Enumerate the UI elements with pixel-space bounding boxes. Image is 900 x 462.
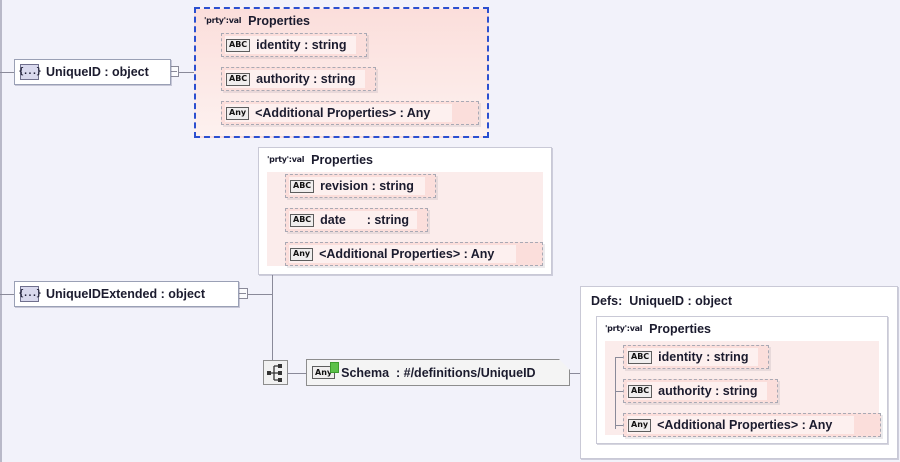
property-row-authority[interactable]: ABC authority : string xyxy=(221,67,376,91)
property-label: authority : string xyxy=(256,72,356,86)
property-label: revision : string xyxy=(320,179,414,193)
property-label: <Additional Properties> : Any xyxy=(255,106,431,120)
row-highlight xyxy=(627,382,767,400)
row-highlight xyxy=(225,70,365,88)
property-row-identity[interactable]: ABC identity : string xyxy=(221,33,367,57)
object-icon: {...} xyxy=(18,64,42,80)
properties-icon: 'prty':val xyxy=(605,324,643,333)
green-flag-icon xyxy=(330,362,339,373)
string-icon: ABC xyxy=(628,350,653,364)
branch-to-row1-defs xyxy=(615,357,624,358)
group-title: Properties xyxy=(649,322,712,336)
connector-stub-to-split xyxy=(248,294,272,295)
properties-icon: 'prty':val xyxy=(204,16,242,25)
schema-ref-label: Schema : #/definitions/UniqueID xyxy=(341,365,536,380)
group-header: 'prty':val Properties xyxy=(605,322,711,336)
property-row-date[interactable]: ABC date : string xyxy=(285,208,428,232)
properties-icon: 'prty':val xyxy=(267,155,305,164)
any-icon: Any xyxy=(312,366,335,379)
property-label: authority : string xyxy=(658,384,758,398)
node-uniqueid[interactable]: {...} UniqueID : object xyxy=(14,59,171,85)
string-icon: ABC xyxy=(290,213,315,227)
group-header: 'prty':val Properties xyxy=(267,153,373,167)
any-icon: Any xyxy=(226,106,250,120)
connector-schema-to-defs xyxy=(570,373,580,374)
branch-glyph xyxy=(267,364,282,382)
node-uniqueid-label: UniqueID : object xyxy=(46,65,149,79)
string-icon: ABC xyxy=(226,38,251,52)
property-label: <Additional Properties> : Any xyxy=(319,247,495,261)
row-highlight xyxy=(225,104,452,122)
string-icon: ABC xyxy=(290,179,315,193)
branch-to-row3-defs xyxy=(615,425,624,426)
string-icon: ABC xyxy=(628,384,653,398)
connector-root-uniqueid xyxy=(0,72,14,73)
property-label: date : string xyxy=(320,213,410,227)
node-uniqueidextended[interactable]: {...} UniqueIDExtended : object xyxy=(14,281,239,307)
any-icon-text: Any xyxy=(315,367,333,377)
any-icon: Any xyxy=(290,247,314,261)
node-schema-ref[interactable]: Any Schema : #/definitions/UniqueID xyxy=(306,359,570,386)
connector-branch-to-schema xyxy=(287,373,307,374)
branch-icon[interactable] xyxy=(263,360,288,385)
connector-stub-to-group1 xyxy=(179,72,201,73)
row-highlight xyxy=(289,245,516,263)
group-title: Properties xyxy=(248,14,311,28)
row-highlight xyxy=(627,348,758,366)
property-label: identity : string xyxy=(658,350,749,364)
string-icon: ABC xyxy=(226,72,251,86)
row-highlight xyxy=(289,177,425,195)
defs-panel-title: Defs: UniqueID : object xyxy=(591,294,732,308)
property-label: <Additional Properties> : Any xyxy=(657,418,833,432)
property-row-additional[interactable]: Any <Additional Properties> : Any xyxy=(285,242,543,266)
row-highlight xyxy=(627,416,854,434)
branch-trunk-defs xyxy=(615,357,616,429)
branch-to-row2-defs xyxy=(615,391,624,392)
property-row-additional[interactable]: Any <Additional Properties> : Any xyxy=(623,413,881,437)
connector-root-uniqueidextended xyxy=(0,294,14,295)
object-icon: {...} xyxy=(18,286,42,302)
property-row-authority[interactable]: ABC authority : string xyxy=(623,379,778,403)
row-highlight xyxy=(225,36,356,54)
canvas-left-rule xyxy=(0,0,2,462)
property-row-identity[interactable]: ABC identity : string xyxy=(623,345,769,369)
group-title: Properties xyxy=(311,153,374,167)
group-header: 'prty':val Properties xyxy=(204,14,310,28)
property-row-revision[interactable]: ABC revision : string xyxy=(285,174,436,198)
property-label: identity : string xyxy=(256,38,347,52)
any-icon: Any xyxy=(628,418,652,432)
split-trunk-uniqueidextended xyxy=(272,212,273,373)
node-uniqueidextended-label: UniqueIDExtended : object xyxy=(46,287,206,301)
property-row-additional[interactable]: Any <Additional Properties> : Any xyxy=(221,101,479,125)
row-highlight xyxy=(289,211,417,229)
